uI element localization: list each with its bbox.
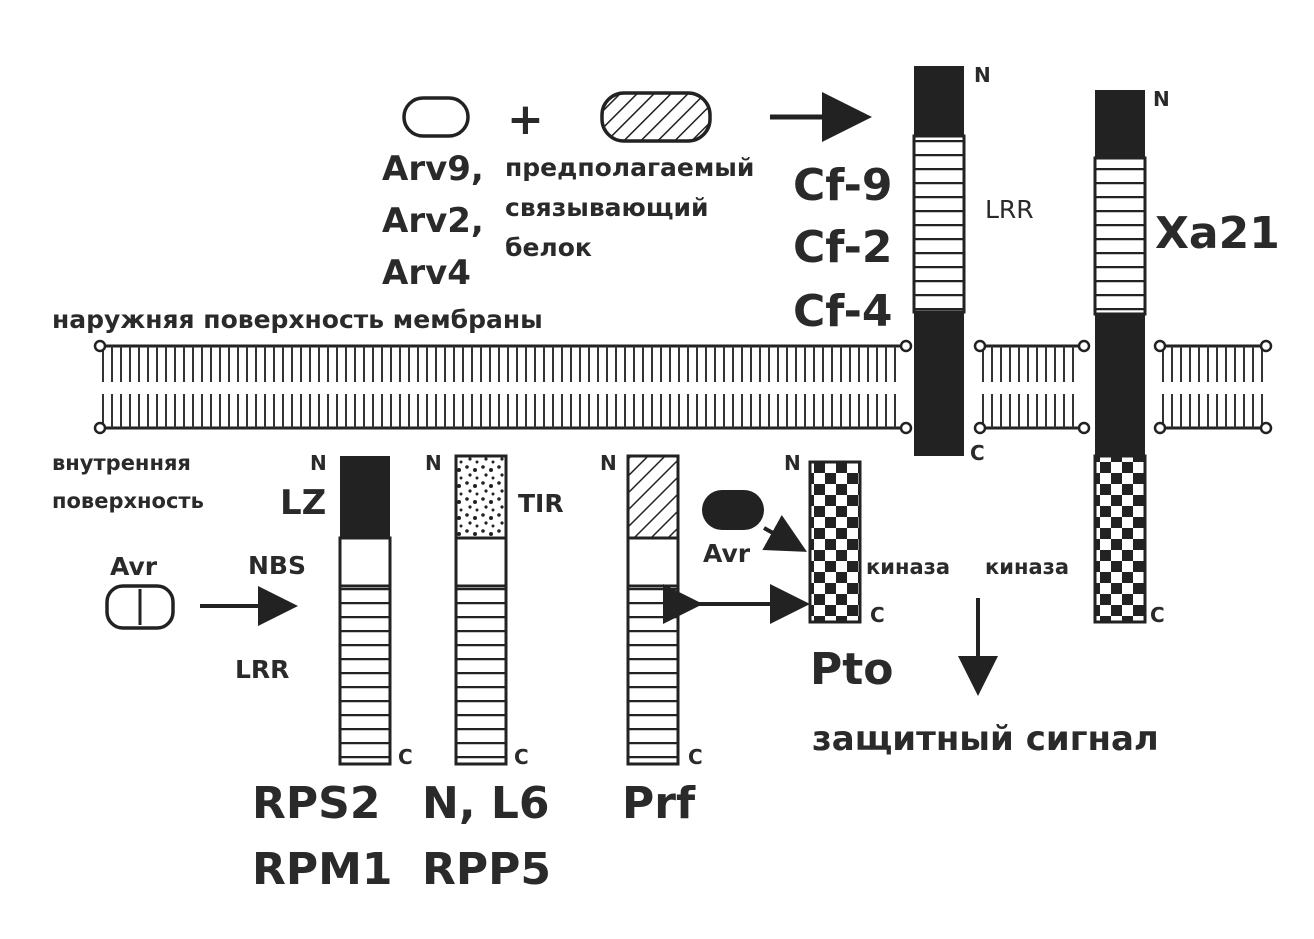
membrane-end-cap [973, 339, 987, 353]
arv9-label: Arv9, [382, 149, 484, 189]
rps2-rpm1-protein: N C LZ NBS LRR Avr RPS2 RPM1 [105, 451, 413, 895]
membrane-end-cap [1259, 421, 1273, 435]
rps2-nbs-domain [338, 536, 392, 588]
xa21-n-label: N [1153, 87, 1170, 111]
rpp5-name-label: RPP5 [422, 844, 551, 895]
tir-domain [454, 454, 508, 540]
pto-c-label: C [870, 603, 885, 627]
xa21-c-label: C [1150, 603, 1165, 627]
prf-c-label: C [688, 745, 703, 769]
inner-membrane-label-2: поверхность [52, 489, 204, 513]
arv4-label: Arv4 [382, 253, 471, 293]
lrr-label: LRR [235, 655, 289, 684]
xa21-kinase-label: киназа [985, 555, 1069, 579]
nbs-label: NBS [248, 551, 306, 580]
cf-lrr-label: LRR [985, 195, 1034, 224]
rpm1-name-label: RPM1 [252, 844, 393, 895]
rps2-n-label: N [310, 451, 327, 475]
membrane-end-cap [1077, 339, 1091, 353]
binding-protein-label-3: белок [505, 233, 592, 262]
tir-label: TIR [518, 489, 564, 518]
membrane-segment [93, 339, 913, 435]
membrane-end-cap [899, 339, 913, 353]
plus-sign: + [507, 94, 544, 145]
nl6-lrr-domain [454, 584, 508, 766]
pto-kinase-label: киназа [866, 555, 950, 579]
nl6-nbs-domain [454, 536, 508, 588]
xa21-receptor: N C Xa21 киназа [985, 87, 1280, 627]
outer-membrane-label: наружняя поверхность мембраны [52, 305, 543, 334]
membrane-end-cap [93, 339, 107, 353]
prf-protein: N C Prf [600, 451, 810, 829]
membrane-end-cap [1153, 421, 1167, 435]
pto-avr-arrow [762, 514, 807, 552]
rps2-name-label: RPS2 [252, 778, 380, 829]
pto-kinase-domain [808, 460, 862, 624]
arv2-label: Arv2, [382, 201, 484, 241]
cf-n-terminal-domain [914, 66, 964, 136]
prf-lrr-domain [626, 584, 680, 766]
binding-protein-shape [600, 91, 712, 143]
xa21-transmembrane-domain [1095, 314, 1145, 456]
rps2-c-label: C [398, 745, 413, 769]
lipid-bilayer [93, 339, 1273, 435]
binding-protein-label-1: предполагаемый [505, 153, 754, 182]
membrane-segment [973, 339, 1091, 435]
pto-avr-label: Avr [703, 539, 751, 568]
xa21-lrr-domain [1093, 156, 1147, 316]
lz-label: LZ [280, 483, 326, 523]
cf2-label: Cf-2 [793, 222, 893, 273]
rps2-lrr-domain [338, 584, 392, 766]
cf-transmembrane-domain [914, 312, 964, 456]
prf-name-label: Prf [622, 778, 696, 829]
cf-lrr-domain [912, 134, 966, 314]
membrane-end-cap [1153, 339, 1167, 353]
pto-name-label: Pto [810, 644, 894, 695]
membrane-segment [1153, 339, 1273, 435]
nl6-name-label: N, L6 [422, 778, 550, 829]
pto-n-label: N [784, 451, 801, 475]
inner-membrane-label-1: внутренняя [52, 451, 191, 475]
pto-avr-effector [702, 490, 764, 530]
membrane-end-cap [973, 421, 987, 435]
prf-n-domain [626, 454, 680, 540]
cf9-label: Cf-9 [793, 160, 893, 211]
binding-protein-label-2: связывающий [505, 193, 709, 222]
defense-signal-label: защитный сигнал [812, 719, 1159, 759]
prf-n-label: N [600, 451, 617, 475]
cf-receptor: N C LRR Cf-9 Cf-2 Cf-4 [793, 63, 1034, 465]
membrane-end-cap [899, 421, 913, 435]
xa21-kinase-domain [1093, 454, 1147, 624]
cf-n-label: N [974, 63, 991, 87]
rps-avr-label: Avr [110, 552, 158, 581]
xa21-n-terminal-domain [1095, 90, 1145, 158]
arv-ligand-group: + Arv9, Arv2, Arv4 предполагаемый связыв… [382, 91, 872, 293]
membrane-end-cap [1077, 421, 1091, 435]
nl6-c-label: C [514, 745, 529, 769]
arv-ligand-oval [402, 96, 470, 138]
prf-nbs-domain [626, 536, 680, 588]
nl6-n-label: N [425, 451, 442, 475]
membrane-end-cap [93, 421, 107, 435]
cf4-label: Cf-4 [793, 286, 893, 337]
membrane-end-cap [1259, 339, 1273, 353]
rps2-lz-domain [340, 456, 390, 538]
n-l6-rpp5-protein: N C TIR N, L6 RPP5 [422, 451, 564, 895]
pto-protein: N C киназа Avr Pto [702, 451, 950, 695]
xa21-name-label: Xa21 [1155, 208, 1280, 259]
cf-c-label: C [970, 441, 985, 465]
